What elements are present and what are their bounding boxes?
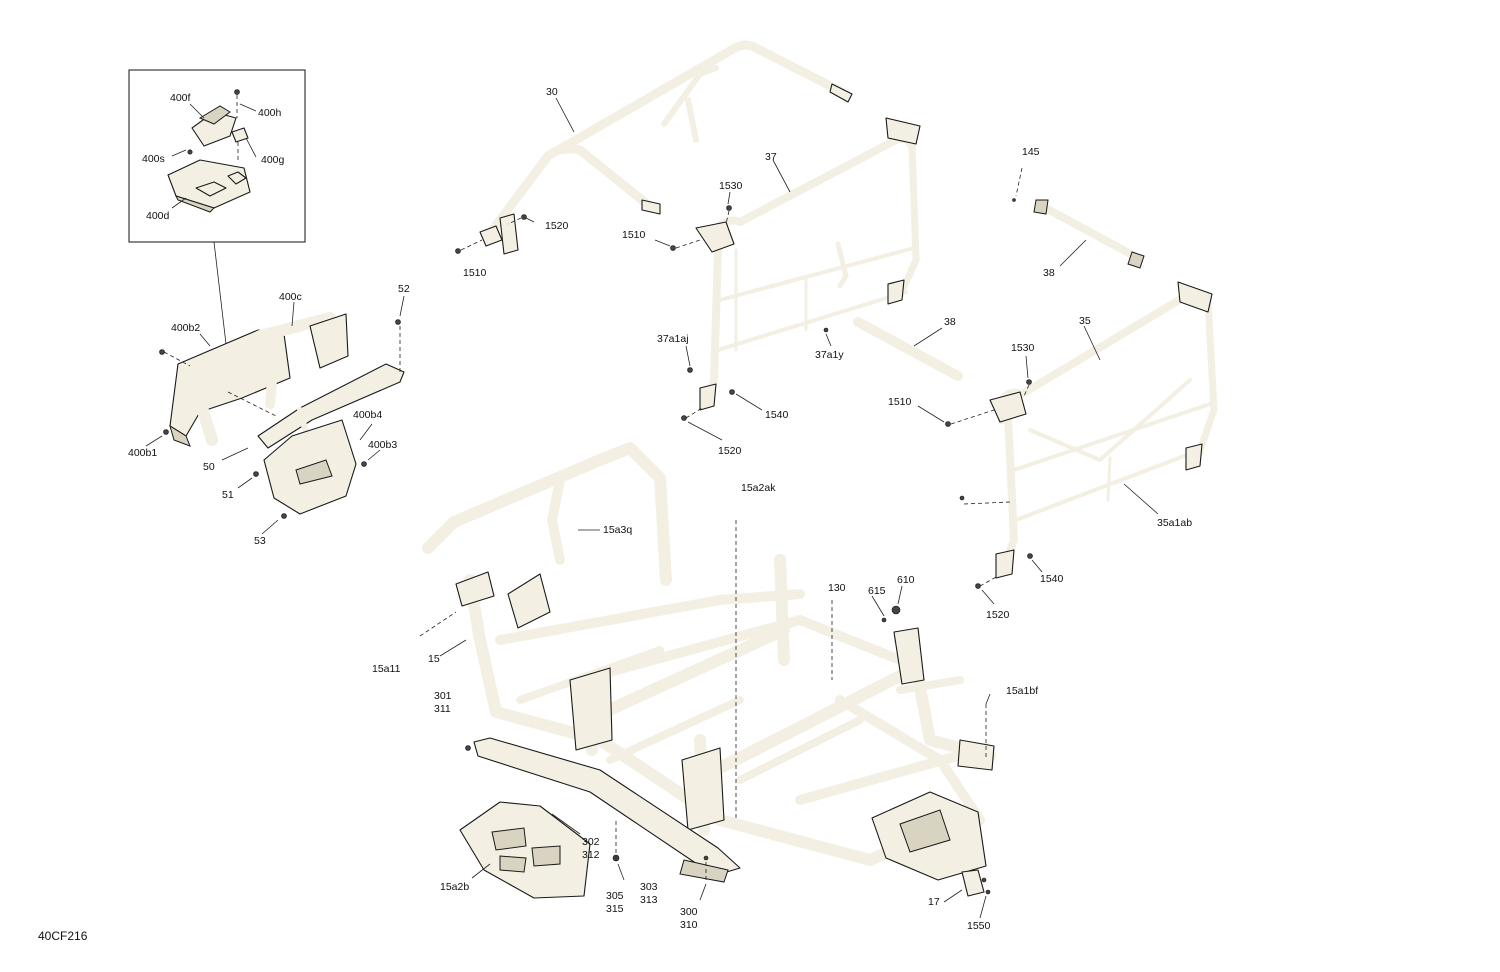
callout-315: 315	[606, 903, 624, 915]
callout-615: 615	[868, 585, 886, 597]
callout-15a2ak: 15a2ak	[741, 482, 776, 494]
callout-1550: 1550	[967, 920, 991, 932]
callout-15a3q: 15a3q	[603, 524, 632, 536]
callout-38-upper: 38	[1043, 267, 1055, 279]
callout-1520-front: 1520	[718, 445, 742, 457]
callout-303: 303	[640, 881, 658, 893]
side-frame-rear	[917, 281, 1218, 605]
callout-35a1ab: 35a1ab	[1157, 517, 1192, 529]
callout-400h: 400h	[258, 107, 282, 119]
callout-37a1aj: 37a1aj	[657, 333, 689, 345]
callout-400b1: 400b1	[128, 447, 157, 459]
callout-305: 305	[606, 890, 624, 902]
callout-30: 30	[546, 86, 558, 98]
callout-1520-roof: 1520	[545, 220, 569, 232]
callout-400s: 400s	[142, 153, 165, 165]
callout-1510-roof: 1510	[463, 267, 487, 279]
callout-15a1bf: 15a1bf	[1006, 685, 1038, 697]
callout-17: 17	[928, 896, 940, 908]
callout-130: 130	[828, 582, 846, 594]
callout-300: 300	[680, 906, 698, 918]
callout-labels: 30 37 1530 1520 1510 1510 145 38 38 35 1…	[38, 86, 1192, 943]
callout-1530-front: 1530	[719, 180, 743, 192]
callout-400b4: 400b4	[353, 409, 382, 421]
figure-id: 40CF216	[38, 929, 88, 943]
cross-bar-upper	[1012, 167, 1145, 269]
front-bumper-assembly	[145, 295, 405, 535]
callout-302: 302	[582, 836, 600, 848]
callout-37a1y: 37a1y	[815, 349, 844, 361]
callout-400b3: 400b3	[368, 439, 397, 451]
callout-400b2: 400b2	[171, 322, 200, 334]
callout-400d: 400d	[146, 210, 170, 222]
callout-50: 50	[203, 461, 215, 473]
inset-storage-bin-detail	[128, 69, 306, 243]
callout-51: 51	[222, 489, 234, 501]
rops-roof-frame	[455, 40, 853, 255]
callout-53: 53	[254, 535, 266, 547]
callout-1530-rear: 1530	[1011, 342, 1035, 354]
callout-400g: 400g	[261, 154, 285, 166]
callout-1510-rear: 1510	[888, 396, 912, 408]
main-chassis-frame	[419, 442, 996, 881]
side-frame-front	[654, 117, 921, 441]
callout-145: 145	[1022, 146, 1040, 158]
cross-bar-lower	[853, 317, 963, 381]
callout-1540-front: 1540	[765, 409, 789, 421]
inset-connector-line	[213, 241, 227, 345]
callout-400f: 400f	[170, 92, 191, 104]
rocker-panel-and-skid	[459, 737, 741, 901]
callout-311: 311	[434, 703, 451, 715]
callout-313: 313	[640, 894, 658, 906]
rear-hitch	[943, 869, 991, 919]
callout-400c: 400c	[279, 291, 302, 303]
callout-15: 15	[428, 653, 440, 665]
callout-38-lower: 38	[944, 316, 956, 328]
callout-312: 312	[582, 849, 600, 861]
callout-610: 610	[897, 574, 915, 586]
callout-310: 310	[680, 919, 698, 931]
callout-15a2b: 15a2b	[440, 881, 469, 893]
callout-301: 301	[434, 690, 452, 702]
callout-37: 37	[765, 151, 777, 163]
callout-1510-front: 1510	[622, 229, 646, 241]
callout-1540-rear: 1540	[1040, 573, 1064, 585]
callout-15a11: 15a11	[372, 663, 401, 675]
callout-52: 52	[398, 283, 410, 295]
callout-35: 35	[1079, 315, 1091, 327]
callout-1520-rear: 1520	[986, 609, 1010, 621]
